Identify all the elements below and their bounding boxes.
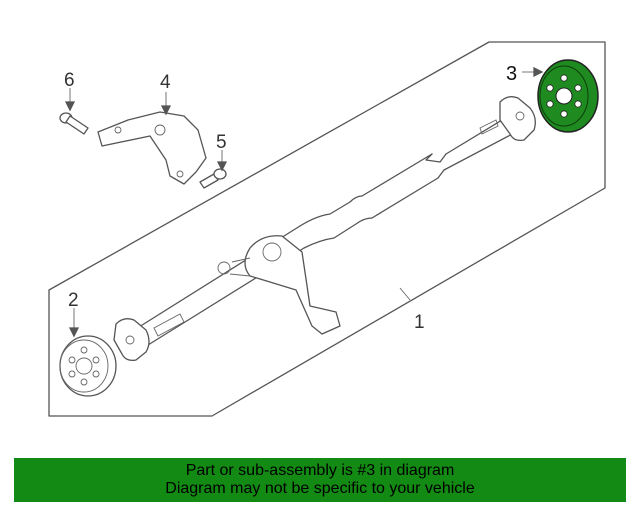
callout-3: 3	[506, 63, 517, 85]
parts-diagram: 1 2 3 4 5 6	[48, 41, 606, 417]
callout-4: 4	[160, 72, 171, 93]
front-yoke	[113, 318, 150, 362]
callout-5: 5	[216, 132, 227, 153]
flex-coupler-rear-highlighted	[537, 59, 599, 133]
info-banner: Part or sub-assembly is #3 in diagram Di…	[14, 458, 626, 502]
center-bearing-bracket	[244, 235, 341, 335]
callout-6: 6	[64, 70, 75, 91]
banner-line-1: Part or sub-assembly is #3 in diagram	[185, 462, 455, 479]
bolt-6	[59, 112, 89, 135]
callout-1: 1	[414, 312, 425, 333]
panel-outline	[48, 41, 606, 417]
drive-shaft	[113, 96, 536, 362]
bolt-5	[199, 168, 227, 189]
heat-shield	[97, 111, 207, 185]
callout-2: 2	[68, 290, 79, 311]
leader-1	[399, 287, 411, 301]
banner-line-2: Diagram may not be specific to your vehi…	[165, 480, 475, 497]
flex-coupler-front	[59, 335, 117, 397]
rear-yoke	[499, 96, 536, 142]
